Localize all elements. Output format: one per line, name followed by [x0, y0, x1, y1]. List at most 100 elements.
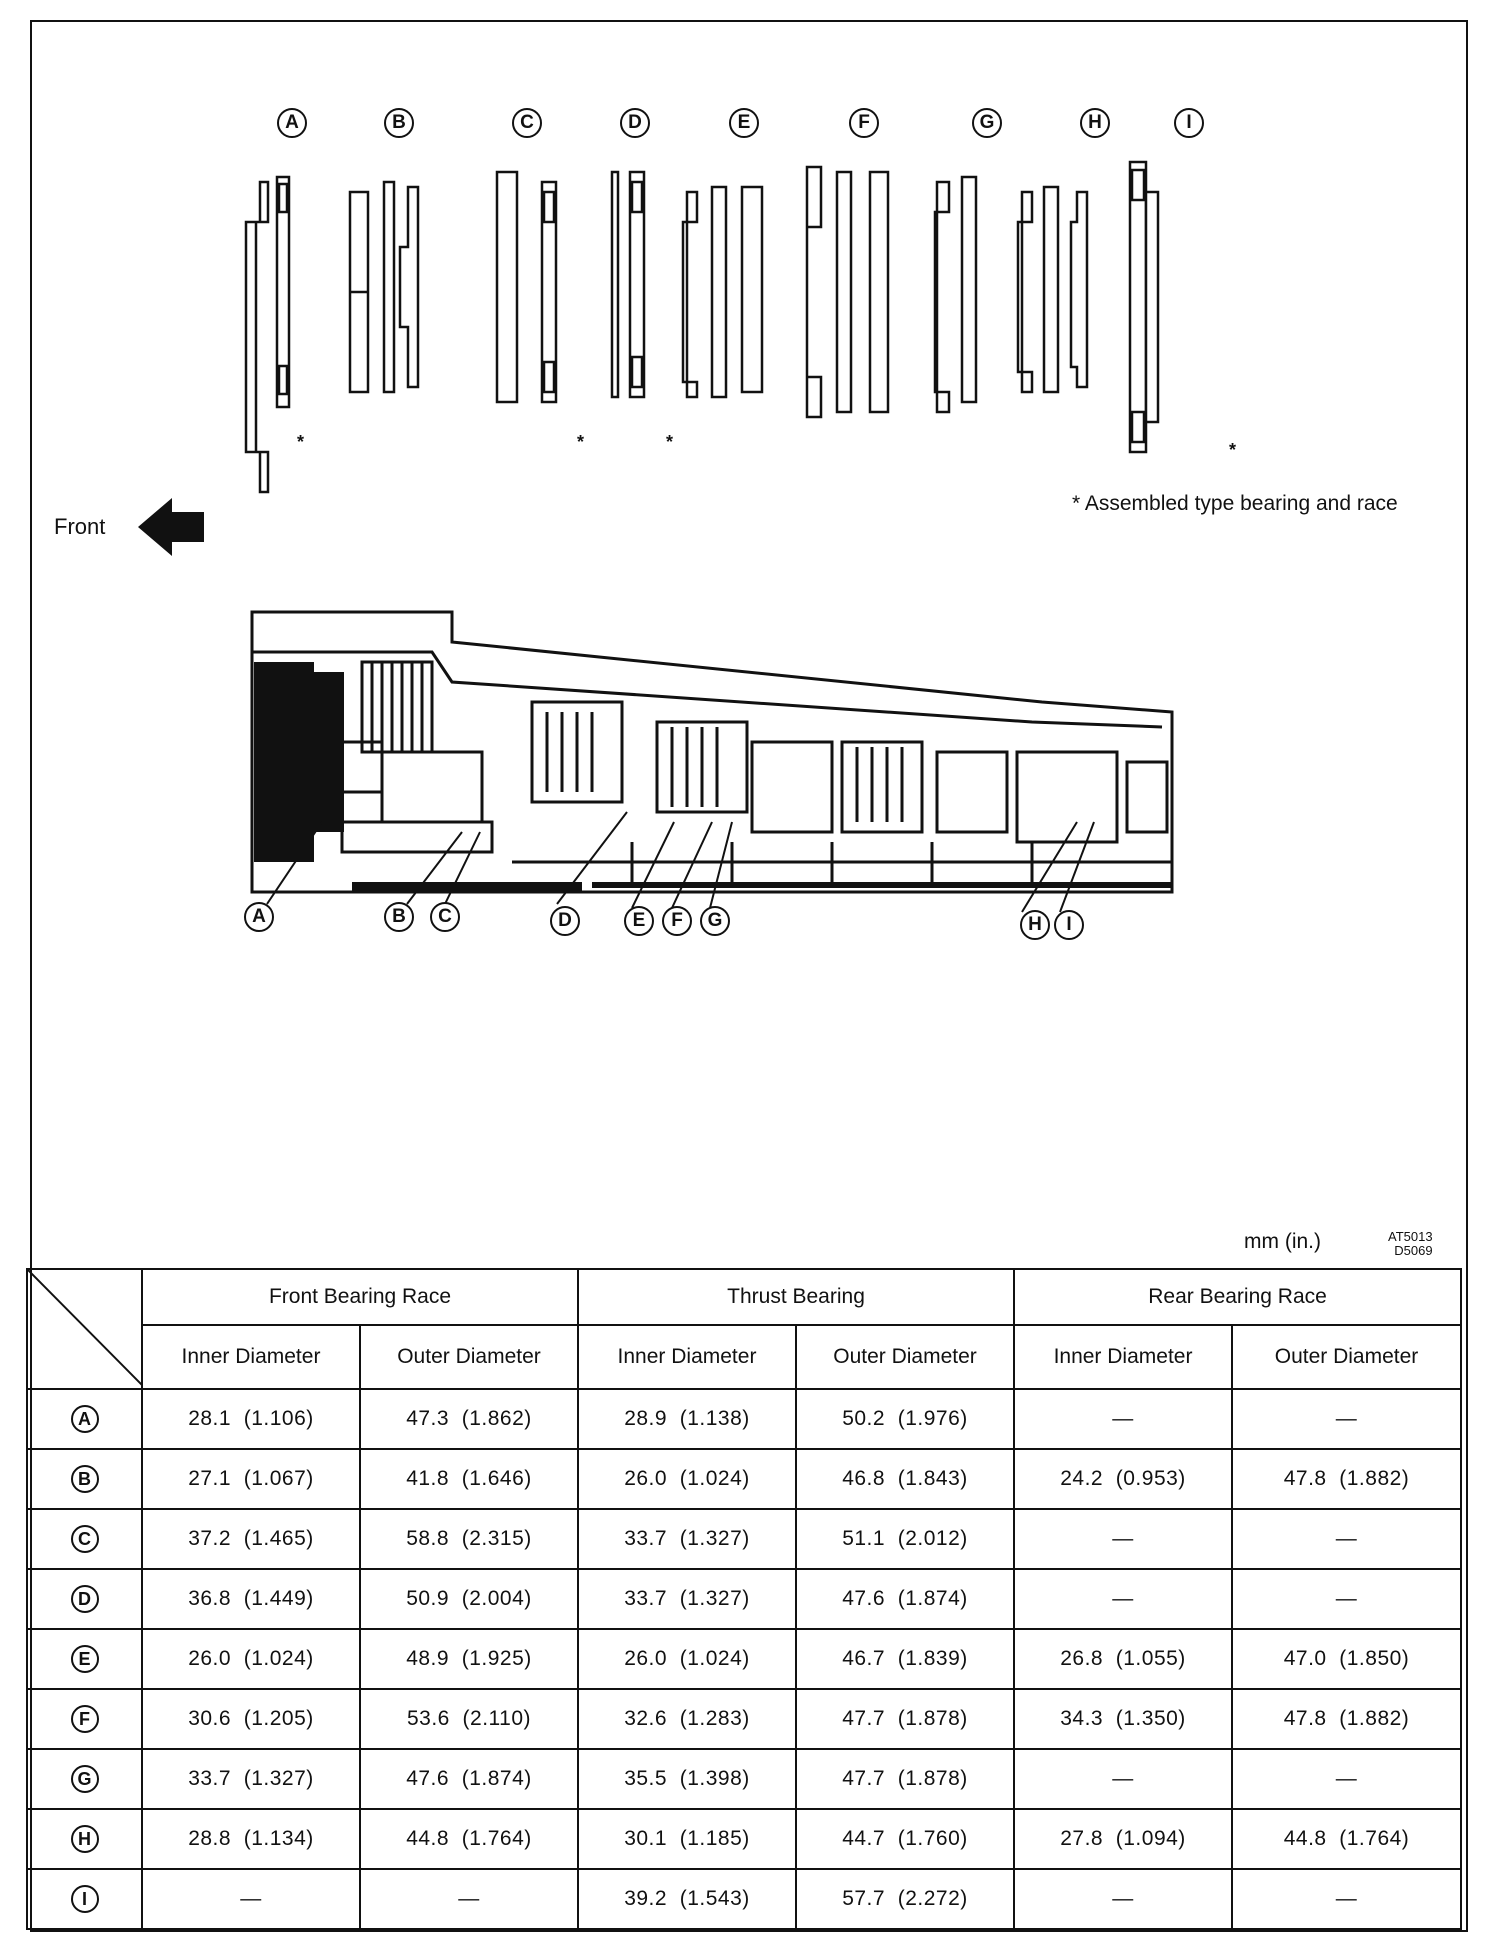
part-label-e: E: [729, 108, 759, 138]
table-cell: 47.8 (1.882): [1231, 1448, 1463, 1510]
asterisk-i: *: [1229, 440, 1237, 460]
row-key-label: B: [70, 1465, 99, 1493]
table-cell: 46.7 (1.839): [794, 1628, 1016, 1690]
figure-code-line-2: D5069: [1394, 1243, 1433, 1258]
race-profile-g: [933, 180, 951, 414]
section-label-f: F: [662, 906, 692, 936]
header-thrust-bearing: Thrust Bearing: [576, 1268, 1016, 1326]
header-rear-race: Rear Bearing Race: [1013, 1268, 1463, 1326]
bearing-profile-b: [382, 180, 396, 394]
row-key: F: [26, 1688, 143, 1750]
bearing-profile-c: [540, 180, 558, 404]
table-cell: —: [1231, 1868, 1463, 1930]
table-cell: 44.7 (1.760): [794, 1808, 1016, 1870]
part-label-d: D: [620, 108, 650, 138]
part-label-g: G: [972, 108, 1002, 138]
race-profile-h: [1016, 190, 1034, 394]
asterisk-d: *: [666, 432, 674, 452]
part-label-f: F: [849, 108, 879, 138]
part-label-a: A: [277, 108, 307, 138]
table-cell: 47.3 (1.862): [359, 1388, 579, 1450]
subheader-front-inner: Inner Diameter: [141, 1324, 361, 1390]
bearing-illustration: [138, 160, 1174, 913]
row-key-label: D: [70, 1585, 99, 1613]
leader-lines: [266, 811, 1095, 913]
table-cell: —: [1231, 1388, 1463, 1450]
transmission-cross-section: [250, 610, 1174, 894]
table-cell: 50.2 (1.976): [794, 1388, 1016, 1450]
subheader-rear-outer: Outer Diameter: [1231, 1324, 1463, 1390]
row-key: D: [26, 1568, 143, 1630]
table-cell: 47.0 (1.850): [1231, 1628, 1463, 1690]
table-cell: 26.0 (1.024): [577, 1448, 797, 1510]
race-profile-a: [244, 180, 270, 494]
figure-code-line-1: AT5013: [1388, 1229, 1433, 1244]
table-cell: 35.5 (1.398): [577, 1748, 797, 1810]
table-cell: 32.6 (1.283): [577, 1688, 797, 1750]
table-cell: 24.2 (0.953): [1013, 1448, 1234, 1510]
part-label-b: B: [384, 108, 414, 138]
front-arrow-icon: [138, 498, 204, 556]
table-cell: —: [1231, 1508, 1463, 1570]
table-cell: 47.8 (1.882): [1231, 1688, 1463, 1750]
table-cell: 39.2 (1.543): [577, 1868, 797, 1930]
assembled-note: * Assembled type bearing and race: [1072, 492, 1398, 515]
row-key: B: [26, 1448, 143, 1510]
table-cell: —: [141, 1868, 361, 1930]
part-label-i: I: [1174, 108, 1204, 138]
row-key: A: [26, 1388, 143, 1450]
section-label-g: G: [700, 906, 730, 936]
table-cell: 26.0 (1.024): [141, 1628, 361, 1690]
section-label-a: A: [244, 902, 274, 932]
table-cell: 30.1 (1.185): [577, 1808, 797, 1870]
row-key-label: G: [70, 1765, 99, 1793]
part-label-h: H: [1080, 108, 1110, 138]
bearing-profile-f: [835, 170, 853, 414]
row-key: C: [26, 1508, 143, 1570]
subheader-rear-inner: Inner Diameter: [1013, 1324, 1234, 1390]
row-key: G: [26, 1748, 143, 1810]
bearing-profile-d: [628, 170, 646, 399]
corner-diagonal: [28, 1270, 143, 1386]
table-cell: 37.2 (1.465): [141, 1508, 361, 1570]
row-key-label: A: [70, 1405, 99, 1433]
table-cell: 28.1 (1.106): [141, 1388, 361, 1450]
diagram-page: A B C D E F G H I * * * * * Assembled ty…: [26, 20, 1468, 1932]
row-key-label: E: [70, 1645, 99, 1673]
front-label: Front: [54, 514, 106, 539]
table-cell: 41.8 (1.646): [359, 1448, 579, 1510]
bearing-profile-e: [710, 185, 728, 399]
race-profile-e: [681, 190, 699, 399]
table-cell: 46.8 (1.843): [794, 1448, 1016, 1510]
table-cell: —: [1231, 1748, 1463, 1810]
table-row: B 27.1 (1.067)41.8 (1.646)26.0 (1.024)46.…: [26, 1448, 1463, 1510]
table-cell: 48.9 (1.925): [359, 1628, 579, 1690]
row-key-label: C: [70, 1525, 99, 1553]
table-cell: 33.7 (1.327): [577, 1508, 797, 1570]
race-profile-f: [805, 165, 823, 419]
table-cell: 26.0 (1.024): [577, 1628, 797, 1690]
table-cell: 51.1 (2.012): [794, 1508, 1016, 1570]
table-cell: 27.1 (1.067): [141, 1448, 361, 1510]
bearing-spec-table: Front Bearing Race Thrust Bearing Rear B…: [26, 1268, 1463, 1930]
table-cell: —: [1013, 1748, 1234, 1810]
table-cell: —: [1013, 1868, 1234, 1930]
table-cell: 58.8 (2.315): [359, 1508, 579, 1570]
race-profile-c: [495, 170, 519, 404]
bearing-profiles: [244, 160, 1160, 494]
table-cell: 47.7 (1.878): [794, 1688, 1016, 1750]
table-cell: 50.9 (2.004): [359, 1568, 579, 1630]
table-row: I——39.2 (1.543)57.7 (2.272)——: [26, 1868, 1463, 1930]
table-cell: 47.7 (1.878): [794, 1748, 1016, 1810]
table-cell: 30.6 (1.205): [141, 1688, 361, 1750]
row-key-label: I: [70, 1885, 99, 1913]
table-cell: —: [1231, 1568, 1463, 1630]
table-cell: 28.8 (1.134): [141, 1808, 361, 1870]
table-cell: —: [1013, 1388, 1234, 1450]
asterisk-a: *: [297, 432, 305, 452]
header-front-race: Front Bearing Race: [141, 1268, 579, 1326]
table-cell: 33.7 (1.327): [141, 1748, 361, 1810]
